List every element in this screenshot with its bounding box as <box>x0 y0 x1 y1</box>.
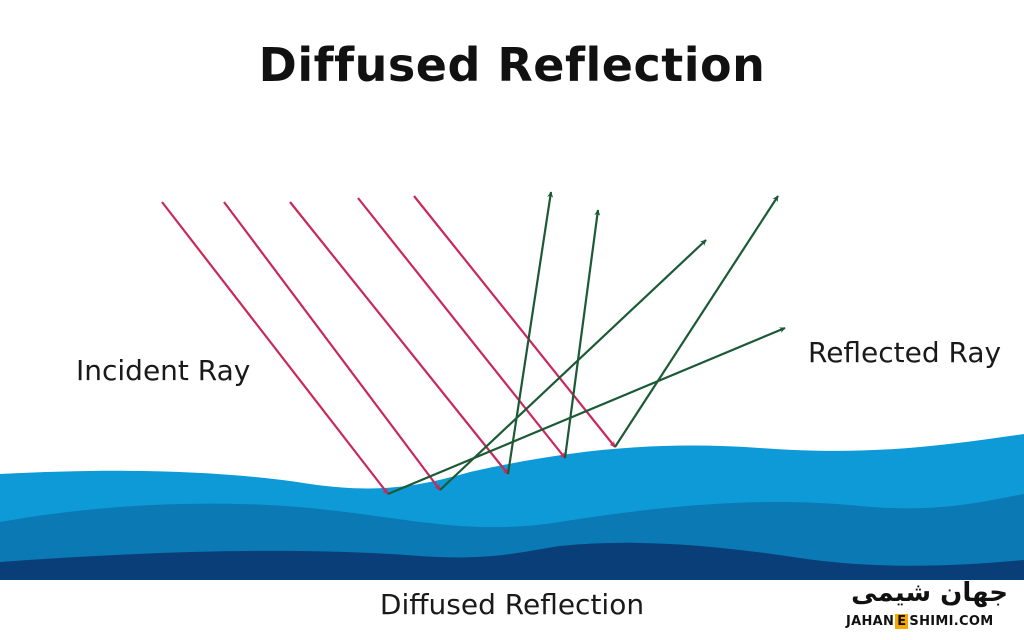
logo-latin-right: SHIMI.COM <box>909 614 994 629</box>
diagram-caption: Diffused Reflection <box>379 588 645 621</box>
water-layer-dark <box>0 542 1024 580</box>
diagram-title: Diffused Reflection <box>258 38 766 92</box>
incident-ray-3 <box>289 201 509 475</box>
reflected-ray-5 <box>614 195 779 448</box>
reflected-ray-label: Reflected Ray <box>808 336 1002 369</box>
incident-ray-2 <box>223 201 441 491</box>
reflected-ray-3 <box>506 191 554 475</box>
incident-ray-4 <box>357 197 566 459</box>
incident-rays <box>161 195 616 495</box>
reflected-ray-4 <box>563 209 601 459</box>
logo-latin-left: JAHAN <box>846 614 895 629</box>
incident-ray-1 <box>161 201 389 495</box>
reflected-ray-2 <box>439 239 707 491</box>
logo-arabic-text: جهان شیمی <box>851 578 1008 608</box>
logo-latin-mid: E <box>895 614 909 629</box>
incident-ray-5 <box>413 195 616 448</box>
incident-ray-label: Incident Ray <box>76 354 251 387</box>
reflected-rays <box>387 191 786 496</box>
reflected-ray-1 <box>387 326 786 496</box>
